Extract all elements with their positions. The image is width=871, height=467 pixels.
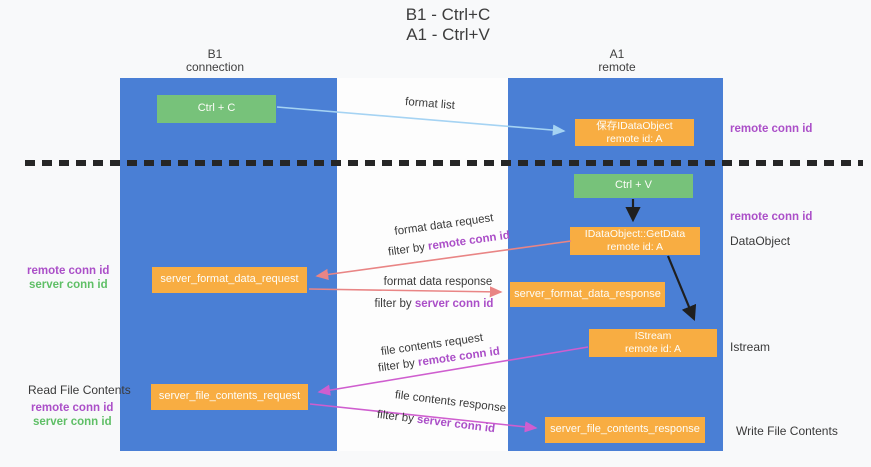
phase-separator-line <box>25 160 863 166</box>
server-format-data-request-label: server_format_data_request <box>160 273 299 286</box>
filter-by-text: filter by <box>374 298 415 310</box>
node-server-format-data-request: server_format_data_request <box>152 267 307 293</box>
ctrl-c-label: Ctrl + C <box>197 102 236 115</box>
istream-line1: IStream <box>634 330 672 343</box>
remote-conn-id-label-top-right: remote conn id <box>730 123 813 135</box>
format-data-response-filter-label: filter by server conn id <box>368 298 500 310</box>
title-line-1: B1 - Ctrl+C <box>405 5 491 24</box>
node-istream: IStream remote id: A <box>589 329 717 357</box>
server-conn-id-label-file-left: server conn id <box>33 416 112 428</box>
istream-line2: remote id: A <box>624 343 682 355</box>
title-line-2: A1 - Ctrl+V <box>406 25 490 45</box>
lane-header-b1: B1 connection <box>155 47 275 75</box>
istream-side-label: Istream <box>730 340 771 354</box>
remote-conn-id-label-mid-right: remote conn id <box>730 211 813 223</box>
node-ctrl-c: Ctrl + C <box>157 95 276 123</box>
node-ctrl-v: Ctrl + V <box>574 174 693 198</box>
write-file-contents-label: Write File Contents <box>736 424 838 438</box>
lane-a1-role: remote <box>598 60 636 75</box>
ctrl-v-label: Ctrl + V <box>615 179 652 192</box>
node-server-format-data-response: server_format_data_response <box>510 282 665 307</box>
saved-idataobject-line1: 保存IDataObject <box>596 119 673 132</box>
dataobject-label: DataObject <box>730 234 791 248</box>
lane-b1-name: B1 <box>207 47 223 61</box>
server-format-data-response-label: server_format_data_response <box>514 287 661 300</box>
diagram-title: B1 - Ctrl+C A1 - Ctrl+V <box>338 5 558 45</box>
saved-idataobject-line2: remote id: A <box>606 132 663 145</box>
lane-header-a1: A1 remote <box>557 47 677 75</box>
node-server-file-contents-response: server_file_contents_response <box>545 417 705 443</box>
read-file-contents-label: Read File Contents <box>28 383 131 397</box>
lane-b1-role: connection <box>185 60 245 75</box>
server-file-contents-response-label: server_file_contents_response <box>550 423 700 436</box>
node-server-file-contents-request: server_file_contents_request <box>151 384 308 410</box>
getdata-line1: IDataObject::GetData <box>584 228 686 241</box>
node-idataobject-getdata: IDataObject::GetData remote id: A <box>570 227 700 255</box>
lane-a1-name: A1 <box>609 47 625 61</box>
server-conn-id-text: server conn id <box>414 298 494 310</box>
remote-conn-id-label-file-left: remote conn id <box>31 402 114 414</box>
getdata-line2: remote id: A <box>606 241 664 253</box>
server-conn-id-label-format-left: server conn id <box>29 279 108 291</box>
node-saved-idataobject: 保存IDataObject remote id: A <box>575 119 694 146</box>
server-file-contents-request-label: server_file_contents_request <box>158 390 301 403</box>
format-data-response-label: format data response <box>383 276 493 288</box>
remote-conn-id-label-format-left: remote conn id <box>27 265 110 277</box>
